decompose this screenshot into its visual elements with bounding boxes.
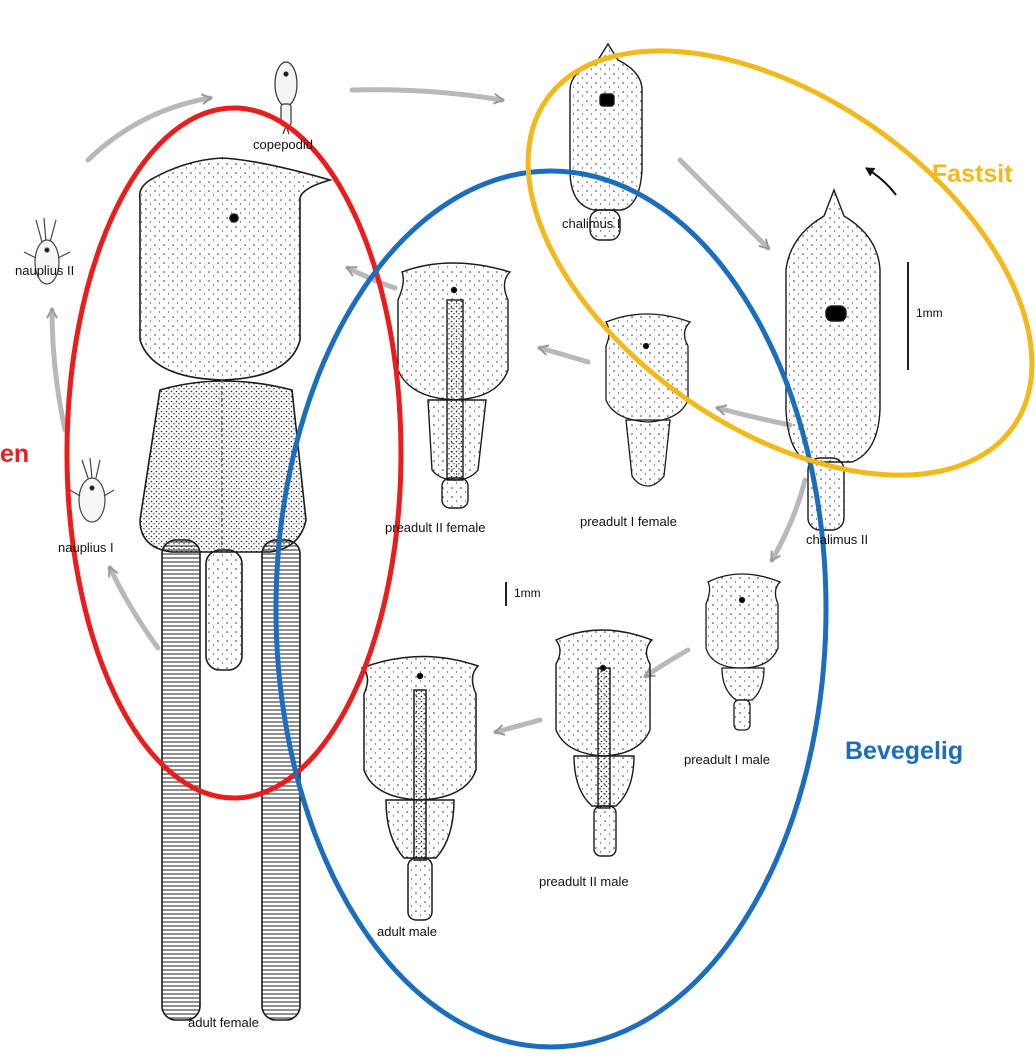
group-ellipse-gold (452, 0, 1036, 562)
black-arrow-icon (866, 168, 896, 195)
group-label-bevegelige: Bevegelig (845, 737, 963, 766)
label-copepodid: copepodid (253, 137, 313, 152)
label-preadult-i-female: preadult I female (580, 514, 677, 529)
label-adult-male: adult male (377, 924, 437, 939)
label-chalimus-ii: chalimus II (806, 532, 868, 547)
preadult-ii-female-drawing (398, 263, 510, 508)
label-nauplius-i: nauplius I (58, 540, 114, 555)
adult-male-drawing (362, 656, 478, 920)
scale-label-left: 1mm (514, 586, 541, 600)
chalimus-ii-drawing (786, 190, 880, 530)
label-preadult-ii-male: preadult II male (539, 874, 629, 889)
preadult-i-male-drawing (706, 574, 780, 730)
nauplius-i-drawing (70, 458, 114, 522)
label-preadult-i-male: preadult I male (684, 752, 770, 767)
group-label-fastsittende: Fastsit (932, 160, 1013, 189)
chalimus-i-drawing (570, 44, 642, 240)
label-nauplius-ii: nauplius II (15, 263, 74, 278)
preadult-ii-male-drawing (556, 630, 652, 856)
label-preadult-ii-female: preadult II female (385, 520, 485, 535)
label-adult-female: adult female (188, 1015, 259, 1030)
scale-label-right: 1mm (916, 306, 943, 320)
label-chalimus-i: chalimus I (562, 216, 621, 231)
group-label-red: en (0, 440, 29, 469)
adult-female-drawing (140, 158, 330, 1020)
